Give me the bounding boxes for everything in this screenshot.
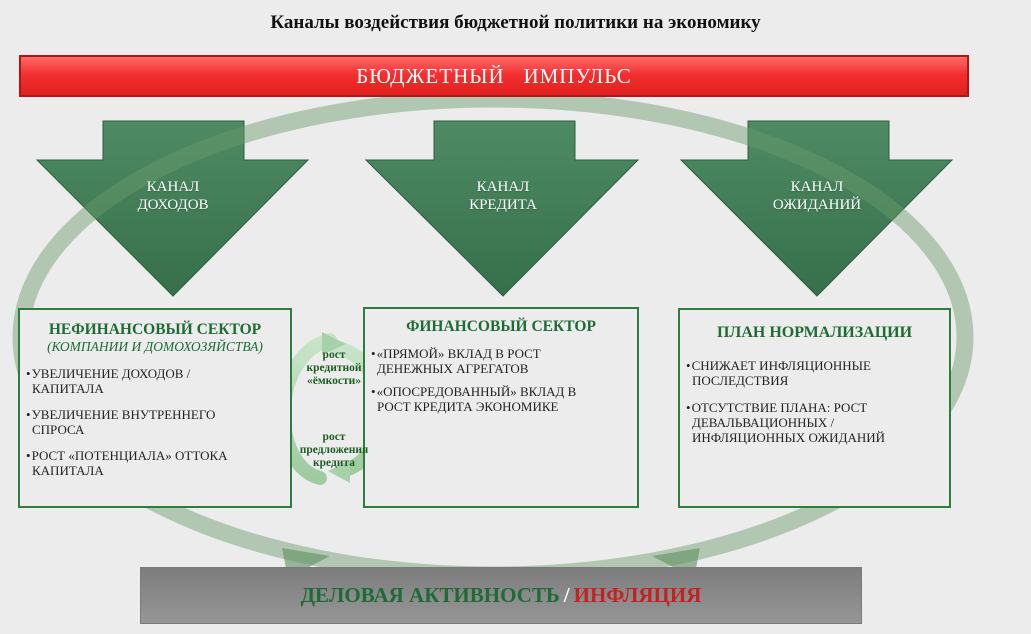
business-activity-label: ДЕЛОВАЯ АКТИВНОСТЬ [300, 583, 560, 607]
list-item: УВЕЛИЧЕНИЕ ДОХОДОВ / КАПИТАЛА [20, 366, 240, 396]
channel-credit-label: КАНАЛ КРЕДИТА [469, 179, 537, 213]
financial-sector-heading: ФИНАНСОВЫЙ СЕКТОР [406, 318, 596, 335]
financial-sector-box: ФИНАНСОВЫЙ СЕКТОР «ПРЯМОЙ» ВКЛАД В РОСТ … [363, 307, 639, 508]
channel-arrow-income [35, 120, 310, 297]
normalization-plan-box: ПЛАН НОРМАЛИЗАЦИИ СНИЖАЕТ ИНФЛЯЦИОННЫЕ П… [678, 308, 951, 508]
business-activity-inflation-bar: ДЕЛОВАЯ АКТИВНОСТЬ / ИНФЛЯЦИЯ [140, 567, 862, 624]
nonfinancial-sector-subheading: (КОМПАНИИ И ДОМОХОЗЯЙСТВА) [47, 339, 263, 354]
bottom-separator: / [563, 583, 570, 607]
financial-sector-points: «ПРЯМОЙ» ВКЛАД В РОСТ ДЕНЕЖНЫХ АГРЕГАТОВ… [365, 346, 637, 414]
list-item: СНИЖАЕТ ИНФЛЯЦИОННЫЕ ПОСЛЕДСТВИЯ [680, 358, 941, 388]
channel-arrow-credit [364, 120, 640, 297]
nonfinancial-sector-points: УВЕЛИЧЕНИЕ ДОХОДОВ / КАПИТАЛА УВЕЛИЧЕНИЕ… [20, 366, 290, 478]
budget-impulse-bar: БЮДЖЕТНЫЙ ИМПУЛЬС [19, 55, 969, 97]
list-item: «ОПОСРЕДОВАННЫЙ» ВКЛАД В РОСТ КРЕДИТА ЭК… [365, 384, 607, 414]
channel-expectations-label: КАНАЛ ОЖИДАНИЙ [772, 179, 862, 213]
credit-capacity-growth-label: рост кредитной «ёмкости» [306, 349, 362, 387]
credit-cycle-arrowhead-bottom [328, 461, 350, 483]
nonfinancial-sector-box: НЕФИНАНСОВЫЙ СЕКТОР (КОМПАНИИ И ДОМОХОЗЯ… [18, 308, 292, 508]
list-item: ОТСУТСТВИЕ ПЛАНА: РОСТ ДЕВАЛЬВАЦИОННЫХ /… [680, 400, 941, 445]
channel-arrow-expectations [679, 120, 954, 297]
normalization-plan-heading: ПЛАН НОРМАЛИЗАЦИИ [716, 324, 913, 341]
normalization-plan-points: СНИЖАЕТ ИНФЛЯЦИОННЫЕ ПОСЛЕДСТВИЯ ОТСУТСТ… [680, 358, 949, 445]
diagram-title: Каналы воздействия бюджетной политики на… [270, 12, 761, 33]
nonfinancial-sector-heading: НЕФИНАНСОВЫЙ СЕКТОР [48, 321, 262, 338]
channel-income-label: КАНАЛ ДОХОДОВ [137, 179, 209, 213]
list-item: РОСТ «ПОТЕНЦИАЛА» ОТТОКА КАПИТАЛА [20, 448, 240, 478]
list-item: УВЕЛИЧЕНИЕ ВНУТРЕННЕГО СПРОСА [20, 407, 240, 437]
list-item: «ПРЯМОЙ» ВКЛАД В РОСТ ДЕНЕЖНЫХ АГРЕГАТОВ [365, 346, 607, 376]
inflation-label: ИНФЛЯЦИЯ [573, 583, 702, 607]
credit-cycle-arrowhead-top [322, 332, 346, 355]
credit-supply-growth-label: рост предложения кредита [299, 431, 369, 469]
budget-impulse-label: БЮДЖЕТНЫЙ ИМПУЛЬС [356, 63, 632, 88]
